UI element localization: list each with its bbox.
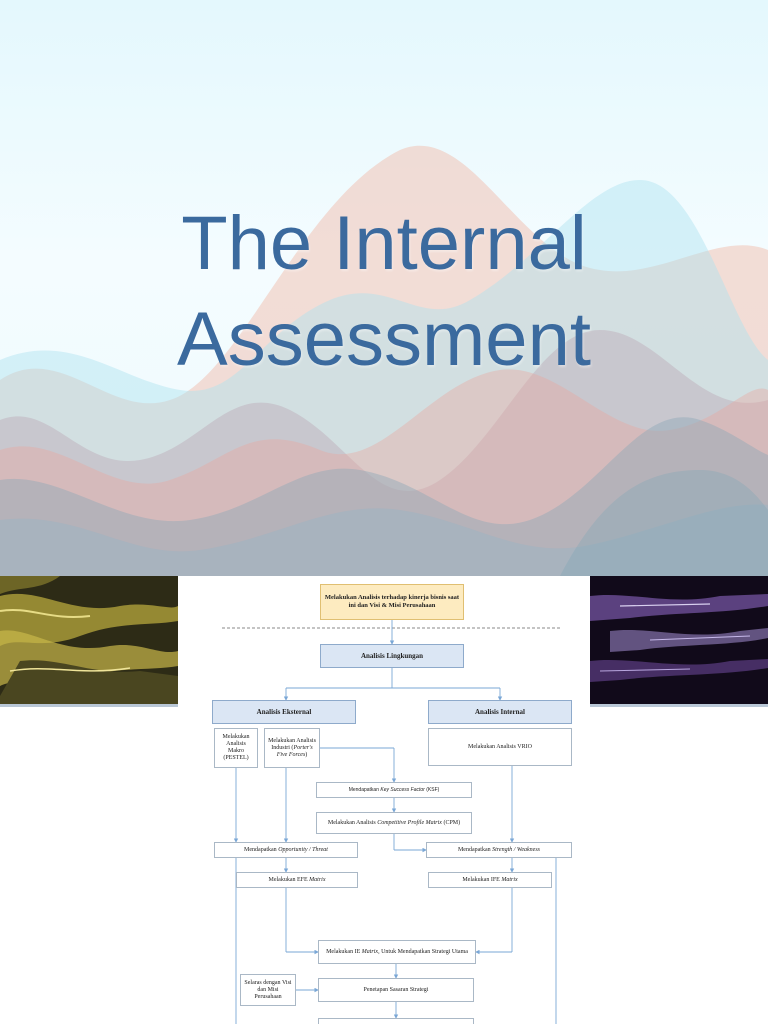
node-ksf: Mendapatkan Key Success Factor (KSF) bbox=[316, 782, 472, 798]
abstract-purple-image bbox=[590, 576, 768, 704]
band-underline-right bbox=[590, 704, 768, 707]
node-analisis-lingkungan: Analisis Lingkungan bbox=[320, 644, 464, 668]
flowchart-connectors bbox=[222, 620, 562, 1024]
node-efe-matrix: Melakukan EFE Matrix bbox=[236, 872, 358, 888]
node-analisis-makro: Melakukan Analisis Makro (PESTEL) bbox=[214, 728, 258, 768]
wave-background bbox=[0, 145, 768, 576]
node-sasaran-strategi: Penetapan Sasaran Strategi bbox=[318, 978, 474, 1002]
node-analisis-vrio: Melakukan Analisis VRIO bbox=[428, 728, 572, 766]
node-next-step-partial bbox=[318, 1018, 474, 1024]
node-strength-weakness: Mendapatkan Strength / Weakness bbox=[426, 842, 572, 858]
node-opportunity-threat: Mendapatkan Opportunity / Threat bbox=[214, 842, 358, 858]
title-line-1: The Internal bbox=[181, 201, 587, 286]
node-analisis-internal: Analisis Internal bbox=[428, 700, 572, 724]
abstract-gold-image bbox=[0, 576, 178, 704]
node-selaras-visi-misi: Selaras dengan Visi dan Misi Perusahaan bbox=[240, 974, 296, 1006]
title-line-2: Assessment bbox=[177, 297, 591, 382]
strategy-flowchart: Melakukan Analisis terhadap kinerja bisn… bbox=[178, 576, 590, 1024]
bottom-section: Melakukan Analisis terhadap kinerja bisn… bbox=[0, 576, 768, 1024]
node-cpm: Melakukan Analisis Competitive Profile M… bbox=[316, 812, 472, 834]
band-underline-left bbox=[0, 704, 178, 707]
node-analisis-eksternal: Analisis Eksternal bbox=[212, 700, 356, 724]
node-analisis-industri: Melakukan Analisis Industri (Porter's Fi… bbox=[264, 728, 320, 768]
node-ie-matrix: Melakukan IE Matrix, Untuk Mendapatkan S… bbox=[318, 940, 476, 964]
node-analisis-kinerja: Melakukan Analisis terhadap kinerja bisn… bbox=[320, 584, 464, 620]
slide-title: The Internal Assessment bbox=[0, 196, 768, 388]
node-ife-matrix: Melakukan IFE Matrix bbox=[428, 872, 552, 888]
title-slide: The Internal Assessment bbox=[0, 0, 768, 576]
